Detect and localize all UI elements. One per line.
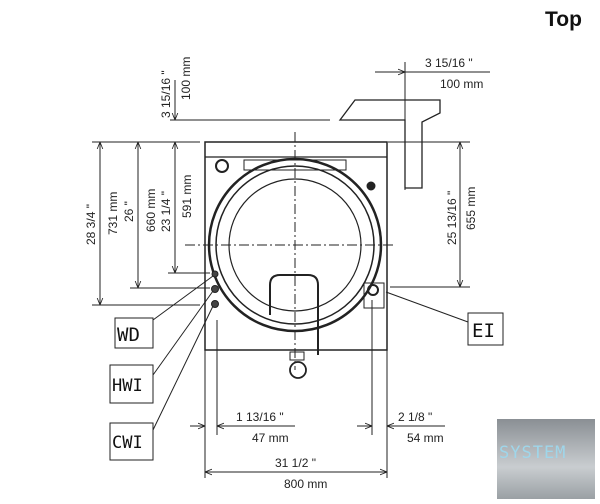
machine-body xyxy=(204,141,388,351)
bolt-icon xyxy=(215,159,229,173)
duct-offset-mm: 100 mm xyxy=(440,77,483,91)
left-offset-in: 1 13/16 " xyxy=(236,410,284,424)
hwi-port xyxy=(211,285,219,293)
duct-offset-in: 3 15/16 " xyxy=(425,56,473,70)
wd-label-box xyxy=(114,317,154,349)
ei-port xyxy=(367,284,379,296)
depth-total-mm: 731 mm xyxy=(106,192,120,235)
cwi-port xyxy=(211,300,219,308)
depth-wd-in: 26 " xyxy=(122,201,136,222)
depth-ei-mm: 655 mm xyxy=(464,187,478,230)
ei-label-box xyxy=(467,312,504,346)
door-handle xyxy=(269,274,319,355)
exhaust-duct xyxy=(338,99,441,189)
view-title: Top xyxy=(545,8,582,31)
depth-total-in: 28 3/4 " xyxy=(84,204,98,245)
top-offset-mm: 100 mm xyxy=(179,57,193,100)
system-logo: SYSTEM xyxy=(497,419,595,499)
logo-text: SYSTEM xyxy=(499,443,567,463)
right-offset-in: 2 1/8 " xyxy=(398,410,432,424)
left-offset-mm: 47 mm xyxy=(252,431,289,445)
depth-wd-mm: 660 mm xyxy=(144,189,158,232)
hwi-label: HWI xyxy=(112,376,143,396)
hwi-label-box xyxy=(109,364,154,404)
right-offset-mm: 54 mm xyxy=(407,431,444,445)
cwi-label: CWI xyxy=(112,433,143,453)
depth-ei-in: 25 13/16 " xyxy=(445,191,459,245)
ei-label: EI xyxy=(472,320,495,342)
depth-door-in: 23 1/4 " xyxy=(159,191,173,232)
width-mm: 800 mm xyxy=(284,477,327,491)
depth-door-mm: 591 mm xyxy=(180,175,194,218)
drain-valve xyxy=(289,361,307,379)
top-offset-in: 3 15/16 " xyxy=(159,70,173,118)
cwi-label-box xyxy=(109,422,154,461)
width-in: 31 1/2 " xyxy=(275,456,316,470)
wd-label: WD xyxy=(117,324,140,346)
wd-port xyxy=(211,270,219,278)
